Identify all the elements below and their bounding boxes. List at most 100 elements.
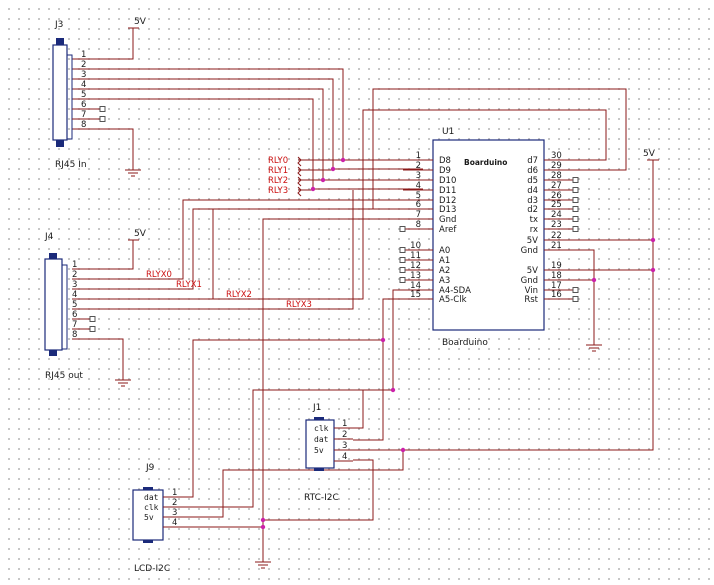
wire-j4-p4: [72, 209, 214, 300]
u1-pin-name: d6: [527, 166, 538, 176]
no-connect-marker: [572, 187, 579, 193]
u1-pin-name: Rst: [524, 295, 538, 305]
relay-arrow: [297, 156, 302, 167]
u1-pin-number: 23: [551, 220, 562, 230]
u1-pin-name: D11: [439, 186, 456, 196]
j9-pin-name: clk: [144, 503, 159, 512]
svg-text:U1: U1: [442, 127, 454, 137]
j4-pin-number: 5: [72, 300, 77, 310]
wire-5v-rail: [403, 160, 654, 451]
no-connect-marker: [99, 106, 106, 112]
no-connect-marker: [572, 197, 579, 203]
u1-pin-name: A2: [439, 266, 450, 276]
svg-text:Boarduino: Boarduino: [442, 338, 488, 348]
j1-pin-name: clk: [314, 424, 329, 433]
u1-pin-number: 4: [416, 181, 421, 191]
u1-pin-number: 28: [551, 171, 562, 181]
svg-text:5V: 5V: [643, 149, 656, 159]
wire-sda: [353, 289, 423, 429]
svg-text:5V: 5V: [134, 17, 147, 27]
relay-label: RLY2: [268, 176, 288, 186]
relay-x-label: RLYX3: [286, 300, 312, 310]
u1-pin-name: 5V: [527, 266, 538, 276]
u1-pin-number: 14: [410, 281, 421, 291]
j9-pin-number: 3: [172, 508, 177, 518]
u1-pin-number: 19: [551, 261, 562, 271]
relay-x-label: RLYX2: [226, 290, 252, 300]
j9-pin-number: 4: [172, 518, 177, 528]
u1-pin-name: Aref: [439, 225, 457, 235]
relay-label: RLY3: [268, 186, 288, 196]
j4-pin-number: 2: [72, 270, 77, 280]
u1-pin-number: 15: [410, 290, 421, 300]
no-connect-marker: [572, 216, 579, 222]
svg-text:J1: J1: [312, 403, 321, 413]
relay-arrow: [297, 166, 302, 177]
u1-pin-number: 12: [410, 261, 421, 271]
u1-pin-name: Gnd: [521, 276, 538, 286]
j3-pin-number: 5: [81, 90, 86, 100]
svg-text:RJ45 out: RJ45 out: [45, 371, 83, 381]
svg-text:Boarduino: Boarduino: [464, 158, 507, 167]
no-connect-marker: [99, 116, 106, 122]
u1-pin-name: 5V: [527, 236, 538, 246]
connector-j9: J9 LCD-I2C: [132, 463, 170, 574]
power-5v-j4: 5V: [128, 229, 147, 241]
relay-x-label: RLYX1: [176, 280, 202, 290]
no-connect-marker: [572, 287, 579, 293]
wire-j4-gnd: [72, 338, 124, 380]
u1-pin-name: D8: [439, 156, 451, 166]
no-connect-marker: [399, 267, 406, 273]
j3-pin-number: 7: [81, 110, 86, 120]
j4-pin-number: 7: [72, 320, 77, 330]
relay-label: RLY1: [268, 166, 288, 176]
wire-j3-p3: [72, 78, 423, 170]
j3-pin-number: 3: [81, 70, 86, 80]
u1-pin-number: 22: [551, 231, 562, 241]
u1-pin-name: D10: [439, 176, 456, 186]
u1-pin-number: 3: [416, 171, 421, 181]
u1-pin-number: 5: [416, 191, 421, 201]
j4-pin-number: 8: [72, 330, 77, 340]
j4-pin-number: 4: [72, 290, 77, 300]
j3-pin-number: 8: [81, 120, 86, 130]
no-connect-marker: [399, 257, 406, 263]
j9-pin-number: 1: [172, 488, 177, 498]
u1-pin-name: D13: [439, 205, 456, 215]
j9-pin-number: 2: [172, 498, 177, 508]
wire-j3-p2: [72, 68, 423, 161]
j1-pin-name: dat: [314, 435, 329, 444]
u1-pin-number: 26: [551, 191, 562, 201]
u1-pin-name: D12: [439, 196, 456, 206]
wire-j4-p3: [72, 208, 423, 290]
j4-pin-number: 6: [72, 310, 77, 320]
u1-pin-number: 18: [551, 271, 562, 281]
no-connect-marker: [89, 326, 96, 332]
u1-pin-number: 24: [551, 210, 562, 220]
j1-pin-number: 3: [342, 441, 347, 451]
u1-pin-number: 21: [551, 241, 562, 251]
relay-arrow: [297, 186, 302, 197]
j1-pin-number: 4: [342, 452, 347, 462]
u1-pin-name: A0: [439, 246, 450, 256]
wire-j4-p2: [72, 199, 423, 280]
relay-arrow: [297, 176, 302, 187]
relay-x-label: RLYX0: [146, 270, 172, 280]
no-connect-marker: [572, 177, 579, 183]
u1-pin-number: 27: [551, 181, 562, 191]
u1-pin-number: 11: [410, 251, 421, 261]
no-connect-marker: [572, 206, 579, 212]
wire-j3-p5: [72, 98, 423, 190]
wire-j3-p4: [72, 88, 423, 181]
connector-j4: J4 RJ45 out: [44, 232, 83, 381]
u1-pin-name: d2: [527, 205, 538, 215]
svg-text:J9: J9: [145, 463, 155, 473]
no-connect-marker: [572, 296, 579, 302]
u1-pin-name: rx: [530, 225, 538, 235]
relay-label: RLY0: [268, 156, 288, 166]
u1-pin-name: Vin: [525, 286, 538, 296]
u1-pin-number: 17: [551, 281, 562, 291]
u1-pin-number: 6: [416, 200, 421, 210]
u1-pin-name: d7: [527, 156, 538, 166]
